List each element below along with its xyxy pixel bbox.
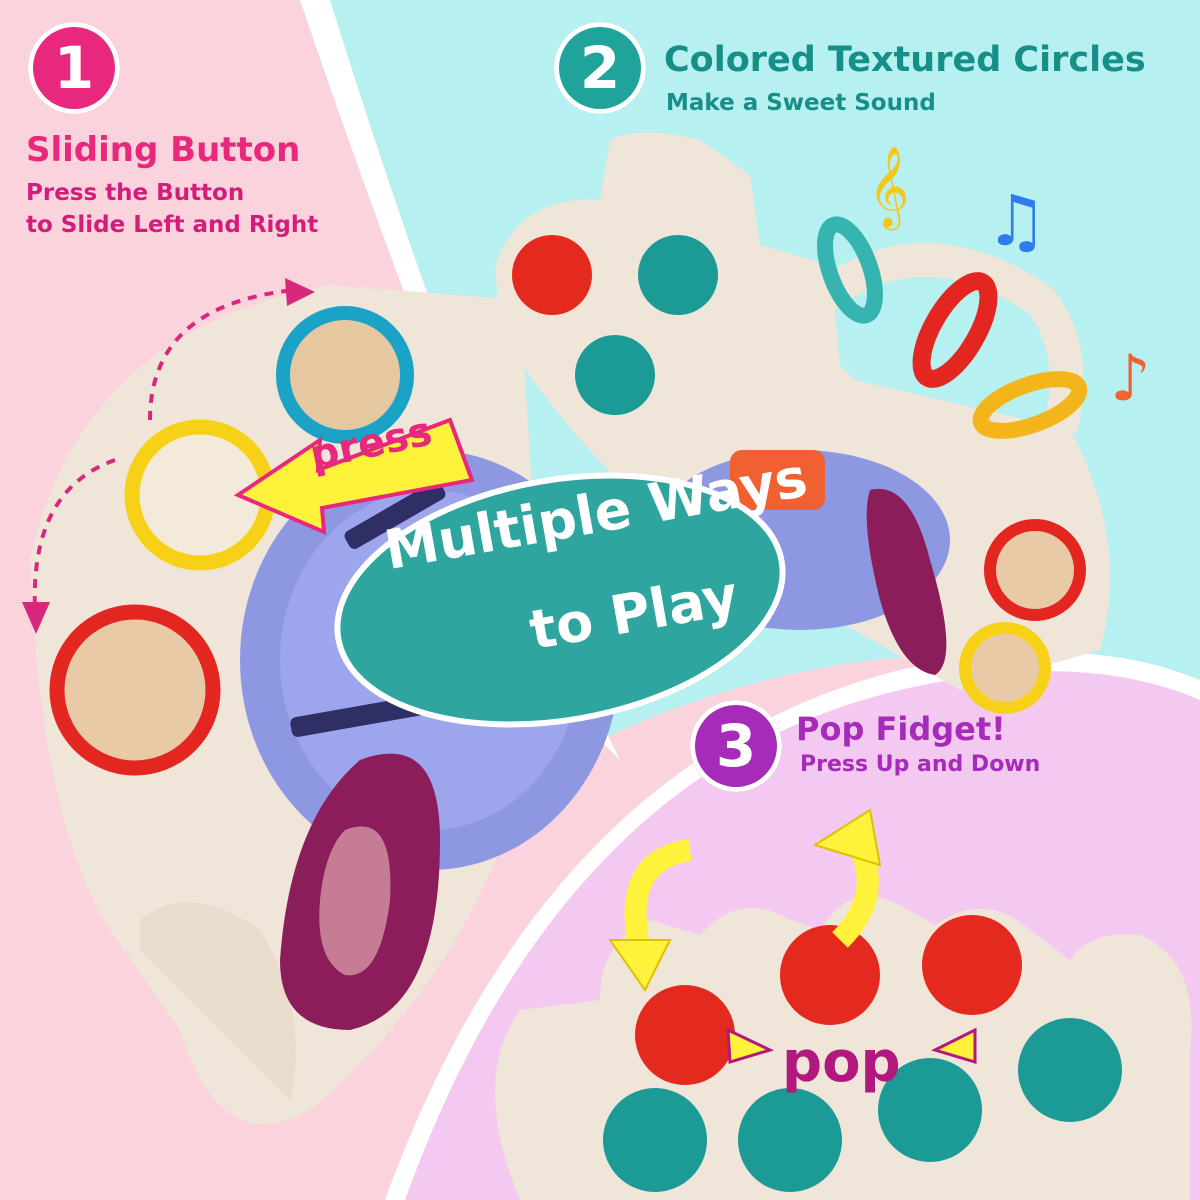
music-note-icon: 𝄞 ♫ ♪ (868, 145, 1151, 416)
curved-arrow-icon (624, 839, 692, 953)
feature-subtitle-press-up-down: Press Up and Down (800, 752, 1041, 777)
pop-label: pop (782, 1030, 901, 1095)
hole-blue-ring (276, 306, 414, 444)
orange-piece (730, 450, 825, 510)
ring-red (912, 272, 998, 388)
dashed-arrow-head-bottom (22, 602, 50, 634)
hole-red-ring (49, 604, 221, 776)
pop-red-3 (780, 925, 880, 1025)
pop-teal-5 (878, 1058, 982, 1162)
feature-subtitle-line-2: to Slide Left and Right (26, 212, 319, 238)
feature-subtitle-line-1: Press the Button (26, 180, 245, 206)
dashed-arrow-head-top (285, 278, 315, 306)
pop-red-1 (512, 235, 592, 315)
svg-text:♫: ♫ (985, 180, 1048, 262)
hub-slot-2 (344, 481, 446, 549)
pop-teal-4 (738, 1088, 842, 1192)
curved-arrow-head-up (812, 808, 882, 867)
svg-text:♪: ♪ (1110, 342, 1151, 416)
pop-red-4 (922, 915, 1022, 1015)
pop-teal-1 (638, 235, 718, 315)
pop-teal-2 (575, 335, 655, 415)
hole-red-ring-right (984, 519, 1086, 621)
pop-teal-6 (1018, 1018, 1122, 1122)
plum-teether-hole (319, 826, 391, 976)
pop-fidget-toy (495, 896, 1192, 1200)
feature-subtitle-sweet-sound: Make a Sweet Sound (666, 90, 936, 116)
feature-number-2: 2 (554, 22, 646, 114)
ring-yellow (972, 371, 1088, 439)
dashed-arrow-icon (32, 458, 116, 611)
feature-number-1: 1 (28, 22, 120, 114)
divider-white (300, 0, 620, 760)
curved-arrow-head-down (608, 939, 672, 992)
hole-yellow-ring-right (959, 622, 1051, 714)
feature-title-colored-circles: Colored Textured Circles (664, 40, 1146, 80)
svg-text:𝄞: 𝄞 (868, 145, 909, 230)
pop-teal-3 (603, 1088, 707, 1192)
press-arrow-icon (233, 417, 475, 536)
feature-title-pop-fidget: Pop Fidget! (796, 710, 1006, 748)
center-oval-badge (334, 472, 786, 728)
feature-title-sliding-button: Sliding Button (26, 130, 301, 170)
plum-teether-top (866, 488, 947, 675)
toy-handle (140, 902, 296, 1100)
pop-red-2 (635, 985, 735, 1085)
pop-burst (726, 1027, 977, 1065)
ring-teal (817, 216, 883, 324)
feature-number-3: 3 (690, 700, 782, 792)
